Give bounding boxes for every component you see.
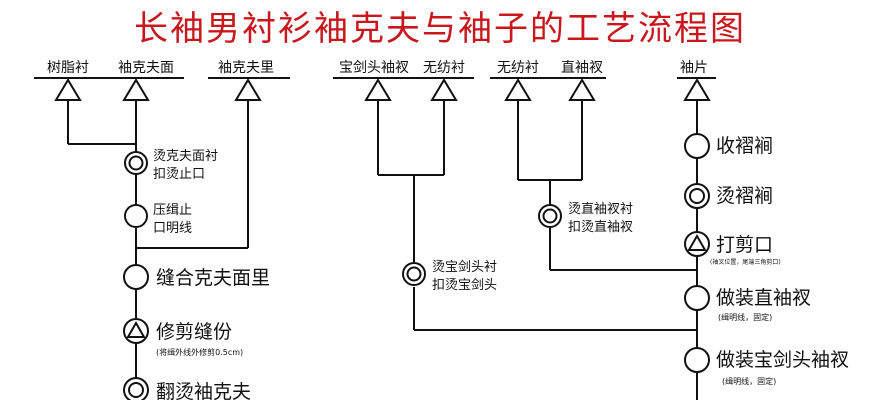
material-label-cuff-face: 袖克夫面 xyxy=(118,60,174,76)
input-triangles xyxy=(54,78,711,101)
triangle-in-circle-icon xyxy=(126,320,146,338)
process-node-straight-placket: 烫直袖衩衬 扣烫直袖衩 xyxy=(538,202,633,235)
step-note: (缉明线，固定) xyxy=(718,312,772,322)
page-title: 长袖男衬衫袖克夫与袖子的工艺流程图 xyxy=(134,9,746,49)
triangle-icon xyxy=(234,78,262,101)
triangle-icon xyxy=(504,78,532,101)
process-node-sew-cuff: 缝合克夫面里 xyxy=(123,264,270,290)
material-label-nonwoven-1: 无纺衬 xyxy=(423,60,465,76)
step-label: 扣烫止口 xyxy=(153,167,205,182)
inner-circle-icon xyxy=(689,188,705,204)
step-label: 打剪口 xyxy=(716,234,773,256)
material-label-resin-interlining: 树脂衬 xyxy=(47,60,89,76)
process-node-iron-cuff-interlining: 烫克夫面衬 扣烫止口 xyxy=(124,149,218,182)
step-label: 压缉止 xyxy=(153,203,192,218)
process-node-trim-seam: 修剪缝份 (将缉外线外修剪0.5cm) xyxy=(123,318,243,357)
step-label: 烫褶裥 xyxy=(716,185,773,207)
material-label-nonwoven-2: 无纺衬 xyxy=(497,60,539,76)
step-label: 烫直袖衩衬 xyxy=(568,202,633,217)
step-label: 修剪缝份 xyxy=(156,321,232,343)
process-node-sword-placket: 烫宝剑头衬 扣烫宝剑头 xyxy=(402,259,497,293)
triangle-icon xyxy=(122,78,150,101)
step-label: 做装宝剑头袖衩 xyxy=(716,349,849,371)
process-node-gather-pleats: 收褶裥 xyxy=(684,133,773,159)
process-node-notch: 打剪口 (袖叉位置，尾端三角剪口) xyxy=(684,231,781,266)
operation-circle-icon xyxy=(124,204,148,228)
triangle-icon xyxy=(568,78,596,101)
step-label: 缝合克夫面里 xyxy=(156,267,270,289)
step-label: 烫克夫面衬 xyxy=(153,149,218,164)
triangle-icon xyxy=(430,78,458,101)
operation-circle-icon xyxy=(123,264,149,290)
triangle-icon xyxy=(364,78,392,101)
process-node-straight-placket-assembly: 做装直袖衩 (缉明线，固定) xyxy=(684,285,811,322)
step-label: 扣烫宝剑头 xyxy=(432,277,497,293)
step-note: (袖叉位置，尾端三角剪口) xyxy=(710,258,781,266)
step-label: 口明线 xyxy=(153,221,192,236)
inner-circle-icon xyxy=(542,208,558,224)
operation-circle-icon xyxy=(684,133,710,159)
step-label: 翻烫袖克夫 xyxy=(156,381,251,400)
inner-circle-icon xyxy=(128,155,144,171)
process-node-topstitch: 压缉止 口明线 xyxy=(124,203,192,236)
operation-circle-icon xyxy=(684,285,710,311)
process-node-turn-iron-cuff: 翻烫袖克夫 xyxy=(123,377,251,400)
inner-circle-icon xyxy=(406,266,422,282)
triangle-in-circle-icon xyxy=(687,233,707,251)
step-label: 收褶裥 xyxy=(716,135,773,157)
material-label-sword-placket: 宝剑头袖衩 xyxy=(339,60,409,76)
step-label: 烫宝剑头衬 xyxy=(432,259,497,275)
process-node-sword-placket-assembly: 做装宝剑头袖衩 (缉明线，固定) xyxy=(684,347,849,386)
inner-circle-icon xyxy=(128,382,144,398)
material-label-straight-placket: 直袖衩 xyxy=(561,59,603,76)
step-note: (缉明线，固定) xyxy=(722,376,776,386)
step-note: (将缉外线外修剪0.5cm) xyxy=(156,347,243,357)
step-label: 做装直袖衩 xyxy=(716,287,811,309)
triangle-icon xyxy=(683,78,711,101)
operation-circle-icon xyxy=(684,347,710,373)
flow-lines xyxy=(67,100,698,400)
process-node-iron-pleats: 烫褶裥 xyxy=(684,183,773,209)
material-label-sleeve-piece: 袖片 xyxy=(680,60,708,76)
triangle-icon xyxy=(54,78,82,101)
material-label-cuff-lining: 袖克夫里 xyxy=(218,60,274,76)
step-label: 扣烫直袖衩 xyxy=(568,220,633,235)
